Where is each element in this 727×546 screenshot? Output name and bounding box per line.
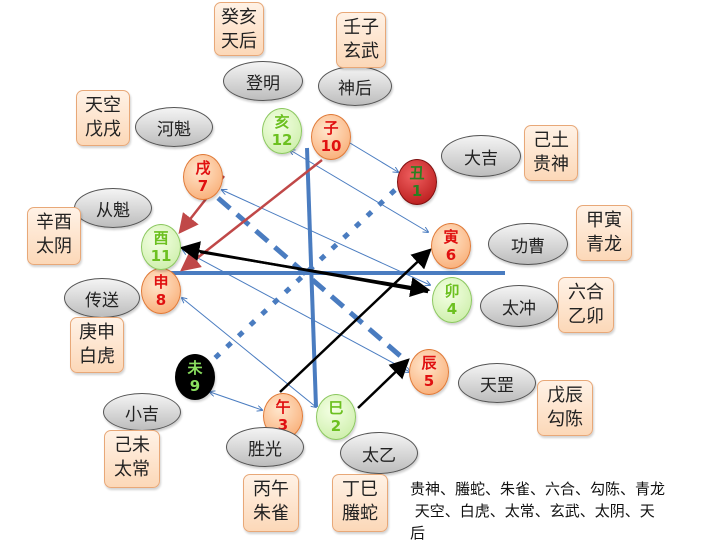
info-box-dingsi: 丁巳螣蛇 <box>332 474 388 532</box>
info-box-jitu: 己土贵神 <box>524 125 578 181</box>
link-zi-chou <box>345 140 398 172</box>
link-shen-si <box>182 298 316 407</box>
info-box-renzi: 壬子玄武 <box>336 12 386 68</box>
general-gongcao: 功曹 <box>488 223 568 265</box>
general-congkui: 从魁 <box>74 188 152 228</box>
legend-line-1: 贵神、螣蛇、朱雀、六合、勾陈、青龙 <box>410 480 666 498</box>
general-xiaoji: 小吉 <box>103 393 181 431</box>
general-chuansong: 传送 <box>64 278 140 318</box>
info-box-jiayin: 甲寅青龙 <box>576 205 632 261</box>
general-shenhou: 神后 <box>318 66 392 106</box>
info-box-jiwei: 己未太常 <box>104 430 160 488</box>
info-box-bingwu: 丙午朱雀 <box>243 474 299 532</box>
info-box-wuchen: 戊辰勾陈 <box>537 380 593 436</box>
general-taiyi: 太乙 <box>340 432 418 474</box>
info-box-xinyou: 辛酉太阴 <box>27 207 81 265</box>
general-tiangang: 天罡 <box>458 363 536 403</box>
general-dengming: 登明 <box>223 61 303 101</box>
arrow-you-mao <box>199 250 431 297</box>
legend-line-3: 后 <box>410 524 426 542</box>
axis-vertical <box>305 147 318 408</box>
info-box-guihai: 癸亥天后 <box>214 2 264 56</box>
arrow-si-chen <box>357 358 410 409</box>
axis-diagonal-dashed <box>216 196 407 362</box>
general-kuikui: 河魁 <box>135 107 213 147</box>
link-wei-wu <box>210 392 262 410</box>
info-box-tiankong: 天空戊戌 <box>76 90 130 146</box>
general-taichong: 太冲 <box>480 285 558 327</box>
legend-text: 贵神、螣蛇、朱雀、六合、勾陈、青龙 天空、白虎、太常、玄武、太阴、天 后 <box>410 478 727 544</box>
legend-line-2: 天空、白虎、太常、玄武、太阴、天 <box>410 502 655 520</box>
info-box-liuhe: 六合乙卯 <box>558 277 614 333</box>
arrow-wu-yin <box>279 248 432 393</box>
info-box-gengshen: 庚申白虎 <box>70 317 124 373</box>
general-daji: 大吉 <box>441 135 521 177</box>
link-xu-mao <box>222 190 430 285</box>
general-shengguang: 胜光 <box>226 427 304 467</box>
